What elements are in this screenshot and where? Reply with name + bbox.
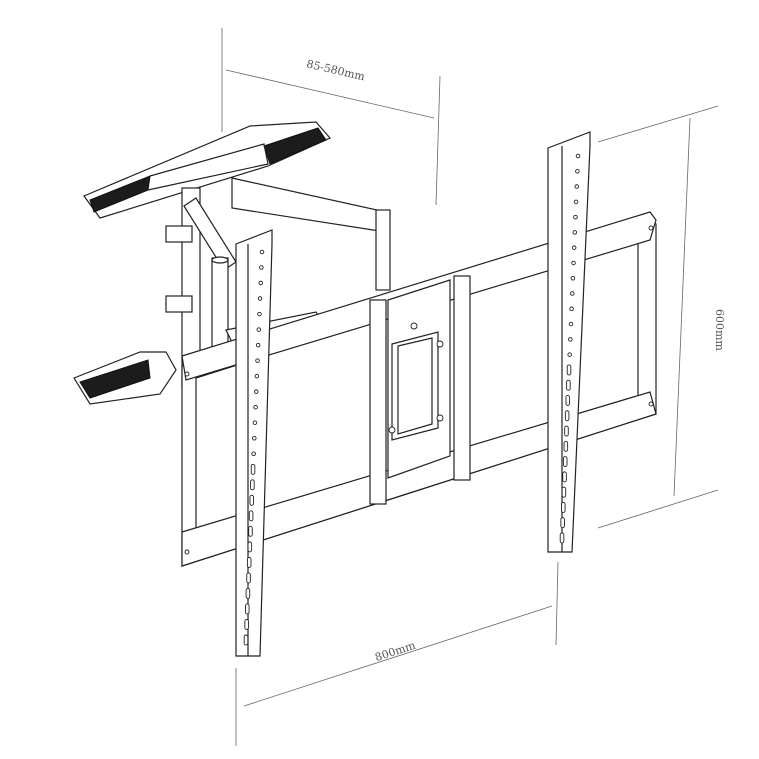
mounting-hole [246,556,252,568]
bottom-wall-pad [79,359,151,399]
mounting-hole [248,525,253,537]
left-vertical-bar [235,229,273,657]
mounting-hole [251,451,256,457]
mounting-hole [563,440,569,452]
mounting-hole [569,306,574,312]
mounting-hole [568,337,573,342]
mounting-hole [573,199,579,205]
mounting-hole [246,572,251,584]
center-upright-left [369,299,387,505]
mounting-hole [258,280,263,286]
dimension-height: 600mm [597,105,726,529]
right-bar-body [547,131,591,553]
mounting-hole [253,404,258,410]
mounting-hole [244,619,249,630]
right-bar-holes [559,153,581,544]
mounting-hole [564,425,569,437]
wall-plate-bracket-upper [165,225,193,243]
left-bar-body [235,229,273,657]
width-extension-line-right [555,561,559,646]
mounting-hole [562,456,568,468]
wall-plate [73,121,331,405]
mounting-hole [572,230,578,235]
mounting-hole [575,153,581,159]
mounting-hole [254,373,260,379]
mounting-hole [569,291,575,296]
mounting-hole [566,379,571,391]
mounting-hole [567,352,572,357]
mounting-hole [250,463,256,475]
width-dimension-line [243,605,553,707]
mounting-hole [560,517,565,529]
mounting-hole [559,532,565,544]
right-vertical-bar [547,131,591,553]
height-label: 600mm [713,309,726,351]
mounting-hole [257,311,262,317]
mounting-hole [570,275,576,281]
mounting-hole [252,420,258,425]
mounting-hole [245,603,250,615]
mounting-hole [256,327,262,332]
center-mount-block [369,275,471,505]
mounting-hole [252,435,257,441]
mounting-hole [245,587,251,599]
mounting-hole [253,389,259,394]
wall-plate-bracket-lower [165,295,193,313]
extension-extension-line-right [435,75,441,206]
center-upright-right [453,275,471,481]
mounting-hole [259,265,264,270]
height-dimension-line [673,117,691,497]
mounting-hole [571,260,576,266]
upper-arm [231,177,387,233]
mounting-hole [247,541,253,553]
tilt-plate [391,331,439,441]
mounting-hole [243,634,249,646]
mounting-hole [561,501,566,513]
mounting-hole [248,510,254,522]
mounting-hole [250,479,255,491]
mounting-hole [565,395,571,406]
dimension-width: 800mm [235,561,559,746]
mounting-hole [562,471,567,483]
mounting-hole [568,321,574,327]
top-wall-pad-right [263,127,327,165]
frame-bottom-rail [181,391,657,567]
left-bar-holes [243,249,265,646]
extension-dimension-line [225,69,435,119]
mounting-hole [575,169,580,174]
height-extension-line-top [597,105,719,143]
mounting-hole [561,486,567,498]
mounting-hole [259,249,265,255]
mounting-hole [574,184,579,189]
dimension-extension: 85-580mm [221,28,441,206]
mounting-hole [255,342,261,348]
mounting-hole [249,494,255,506]
extension-label: 85-580mm [305,57,367,83]
height-extension-line-bottom [597,489,719,529]
mounting-hole [566,364,572,376]
mounting-hole [255,358,260,363]
mounting-hole [571,245,577,250]
mounting-hole [573,214,578,220]
arm-pivot-tube [375,209,391,291]
mounting-hole [257,296,263,301]
width-label: 800mm [373,639,417,664]
mounting-hole [564,410,570,422]
